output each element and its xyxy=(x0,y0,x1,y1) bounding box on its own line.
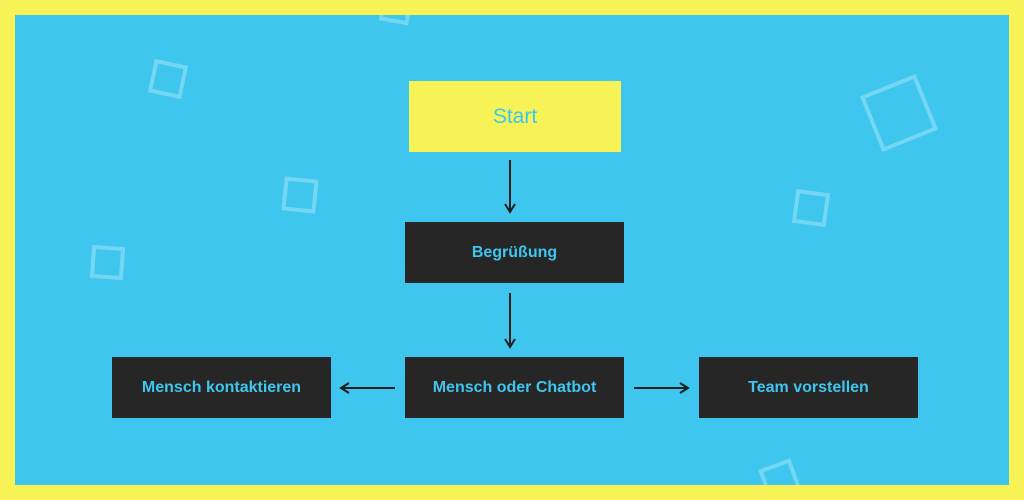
diagram-canvas: Start Begrüßung Mensch oder Chatbot Mens… xyxy=(15,15,1009,485)
node-start: Start xyxy=(409,81,621,152)
node-decision: Mensch oder Chatbot xyxy=(405,357,624,418)
node-greeting: Begrüßung xyxy=(405,222,624,283)
connector-arrows xyxy=(339,160,690,394)
node-contact-human: Mensch kontaktieren xyxy=(112,357,331,418)
node-introduce-team: Team vorstellen xyxy=(699,357,918,418)
